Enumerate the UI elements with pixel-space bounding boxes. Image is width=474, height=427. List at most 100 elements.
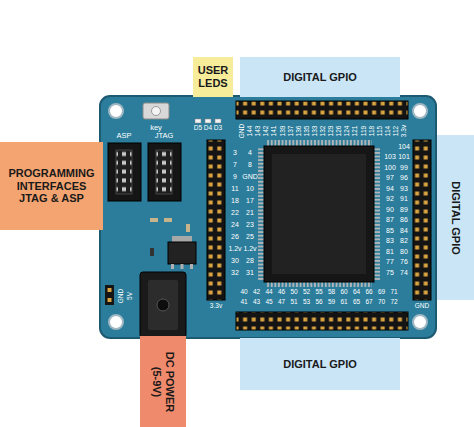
dc-jack — [140, 272, 186, 338]
push-button — [143, 103, 169, 119]
header-pins — [116, 150, 132, 194]
pin-label: 47 — [278, 299, 285, 306]
pin-header — [236, 101, 408, 119]
led — [215, 119, 221, 123]
pin-label: GND — [242, 173, 258, 180]
pin-label: 77 — [386, 258, 394, 265]
chip-leads — [374, 148, 380, 280]
pin-label: 3.3v — [210, 303, 222, 310]
pin-label: 112 — [393, 126, 400, 136]
pin-label: 46 — [278, 289, 285, 296]
callout-text: DIGITAL GPIO — [283, 71, 357, 84]
led — [205, 119, 211, 123]
smd-capacitor — [150, 218, 158, 222]
callout-box: DC POWER (5-9V) — [140, 336, 186, 427]
pin-header — [236, 312, 408, 330]
pin-label: 67 — [365, 299, 372, 306]
pin-label: 121 — [352, 126, 359, 137]
pin-label: 101 — [398, 153, 410, 160]
pin-header — [207, 140, 225, 300]
pin-label: 126 — [336, 126, 343, 137]
pin-label: 71 — [390, 289, 397, 296]
jack-socket — [157, 299, 169, 311]
header-pin — [108, 288, 112, 292]
pin-label: 51 — [290, 299, 297, 306]
pin-label: 11 — [231, 185, 238, 192]
pin-label: 41 — [240, 299, 247, 306]
smd-parts — [150, 218, 190, 256]
callout-box: DIGITAL GPIO — [437, 135, 474, 300]
smd-capacitor — [186, 224, 190, 232]
pin-label: 99 — [400, 163, 408, 170]
button-body — [143, 103, 169, 119]
box-header — [148, 143, 181, 201]
pin-label: 143 — [255, 126, 262, 137]
pin-label: 141 — [271, 126, 278, 137]
pin-label: 7 — [233, 161, 237, 168]
pin-label: 45 — [265, 299, 272, 306]
pin-label: 60 — [340, 289, 347, 296]
pin-label: 28 — [246, 257, 254, 264]
pin-label: 17 — [246, 197, 254, 204]
pin-label: 142 — [263, 126, 270, 137]
pin-label: 31 — [246, 269, 254, 276]
box-header — [108, 143, 141, 201]
pin-label: 132 — [320, 126, 327, 137]
pin-label: GND — [415, 303, 429, 310]
pin-label: 89 — [400, 205, 408, 212]
pin-label: 40 — [240, 289, 247, 296]
pin-label: 104 — [398, 143, 410, 150]
pin-label: 137 — [287, 126, 294, 137]
pin-label: 129 — [328, 126, 335, 137]
regulator-leg — [171, 264, 174, 269]
pin-label: 92 — [386, 195, 394, 202]
pin-label: 93 — [400, 184, 408, 191]
pin-label: 3.3v — [401, 125, 408, 137]
power-pins — [105, 285, 114, 305]
pin-label: 144 — [247, 126, 254, 137]
pin-label: 55 — [315, 289, 322, 296]
pin-label: 86 — [400, 216, 408, 223]
pin-header — [413, 140, 431, 300]
chip-leads — [266, 282, 372, 287]
pin-label: 32 — [231, 269, 239, 276]
jack-front — [148, 280, 178, 330]
callout-text: PROGRAMMING INTERFACES JTAG & ASP — [4, 167, 99, 205]
pin-label: 21 — [246, 209, 254, 216]
pin-label: 9 — [233, 173, 237, 180]
pin-label: 84 — [400, 226, 408, 233]
pin-label: 87 — [386, 216, 394, 223]
pin-label: 80 — [400, 247, 408, 254]
pin-label: 23 — [246, 221, 254, 228]
regulator-body — [168, 242, 196, 264]
pin-label: 53 — [303, 299, 310, 306]
chip-leads — [266, 140, 372, 146]
callout-box: DIGITAL GPIO — [240, 57, 400, 97]
pin-header — [105, 285, 114, 305]
part-label: JTAG — [155, 132, 174, 140]
pin-label: 64 — [353, 289, 360, 296]
pin-label: 56 — [315, 299, 322, 306]
header-pins — [156, 150, 172, 194]
pin-label: 96 — [400, 174, 408, 181]
pin-label: 43 — [253, 299, 260, 306]
asp-connector — [108, 143, 141, 201]
callout-text: DIGITAL GPIO — [283, 358, 357, 371]
pin-label: 100 — [384, 163, 396, 170]
pin-label: 58 — [328, 289, 335, 296]
pin-label: 66 — [365, 289, 372, 296]
callout-text: DIGITAL GPIO — [449, 143, 462, 293]
pin-label: 25 — [246, 233, 254, 240]
pin-label: GND — [118, 289, 125, 303]
callout-box: USER LEDS — [193, 57, 233, 97]
pin-label: 76 — [400, 258, 408, 265]
pin-label: 91 — [400, 195, 408, 202]
smd-capacitor — [164, 218, 172, 222]
mounting-holes — [109, 104, 427, 329]
pin-label: 65 — [353, 299, 360, 306]
pin-label: 124 — [344, 126, 351, 137]
pin-label: 135 — [304, 126, 311, 137]
pin-label: 103 — [384, 153, 396, 160]
regulator-leg — [181, 264, 184, 269]
